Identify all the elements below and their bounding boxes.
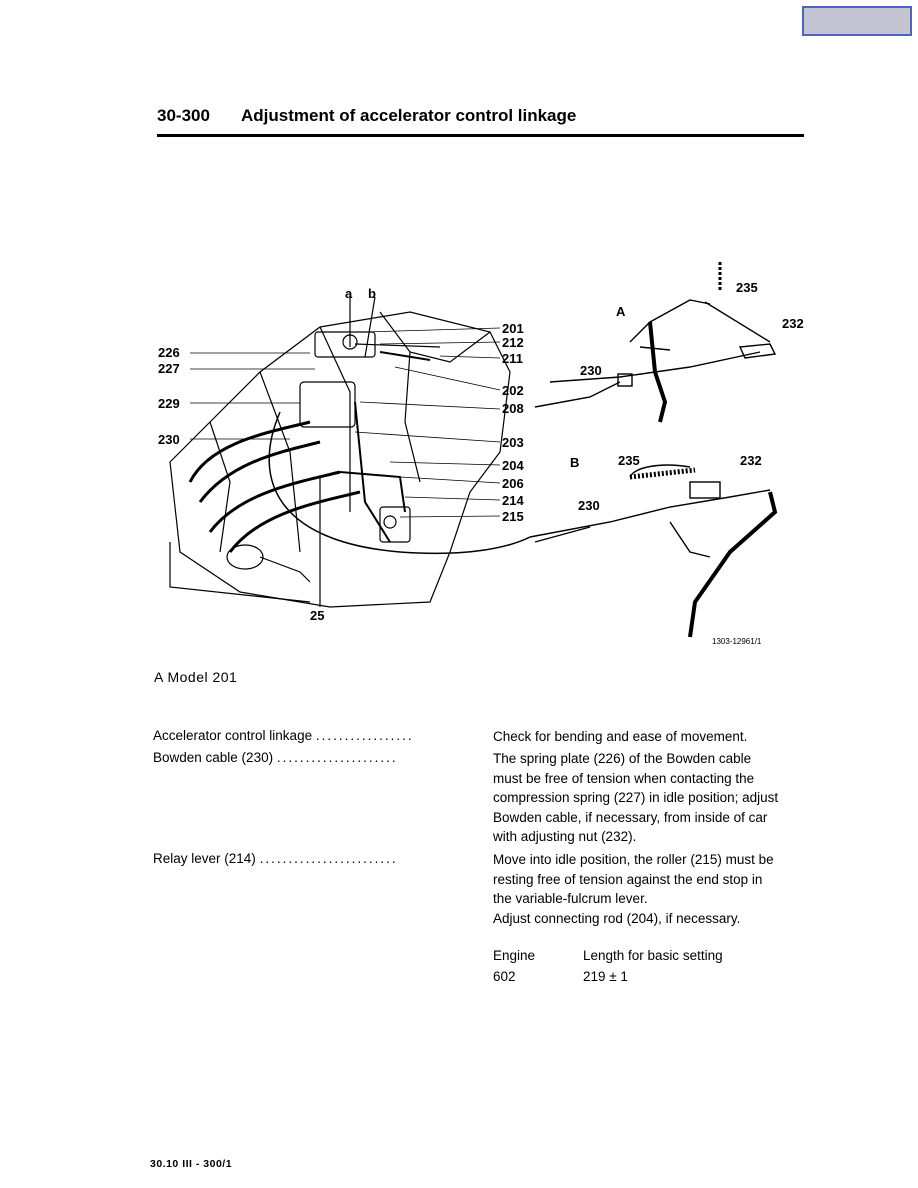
spec-header-row: Engine Length for basic setting [493, 948, 723, 969]
spec-table: Engine Length for basic setting 602 219 … [493, 948, 723, 990]
label-25: 25 [310, 608, 324, 623]
instruction-line: compression spring (227) in idle positio… [493, 790, 779, 805]
dot-leader: ........................ [259, 851, 398, 866]
spec-row: 602 219 ± 1 [493, 969, 723, 990]
section-title: Adjustment of accelerator control linkag… [241, 106, 577, 125]
label-208: 208 [502, 401, 524, 416]
view-a-label-230: 230 [580, 363, 602, 378]
diagram-labels: a b 226 227 229 230 201 212 211 202 208 … [158, 280, 804, 646]
instruction-line: Move into idle position, the roller (215… [493, 852, 774, 867]
instruction-line: Adjust connecting rod (204), if necessar… [493, 910, 741, 926]
check-item-linkage: Accelerator control linkage ............… [153, 728, 414, 743]
check-instruction-bowden-cable: The spring plate (226) of the Bowden cab… [493, 749, 813, 847]
spec-length-value: 219 ± 1 [583, 969, 628, 984]
spec-engine-value: 602 [493, 969, 516, 984]
view-b-label-230: 230 [578, 498, 600, 513]
left-leaders [190, 352, 315, 440]
label-204: 204 [502, 458, 524, 473]
view-a-label-235: 235 [736, 280, 758, 295]
instruction-line: the variable-fulcrum lever. [493, 891, 648, 906]
view-b-label-235: 235 [618, 453, 640, 468]
view-b-letter: B [570, 455, 579, 470]
label-202: 202 [502, 383, 524, 398]
instruction-line: The spring plate (226) of the Bowden cab… [493, 751, 752, 766]
label-201: 201 [502, 321, 524, 336]
section-number: 30-300 [157, 106, 210, 125]
check-item-bowden-cable: Bowden cable (230) ..................... [153, 750, 398, 765]
check-item-label: Bowden cable (230) [153, 750, 274, 765]
figure-reference: 1303-12961/1 [712, 637, 762, 646]
label-203: 203 [502, 435, 524, 450]
label-b: b [368, 286, 376, 301]
label-214: 214 [502, 493, 524, 508]
check-instruction-linkage: Check for bending and ease of movement. [493, 727, 813, 747]
label-211: 211 [502, 351, 523, 366]
label-227: 227 [158, 361, 180, 376]
label-229: 229 [158, 396, 180, 411]
view-a-label-232: 232 [782, 316, 804, 331]
label-206: 206 [502, 476, 524, 491]
figure-caption: A Model 201 [154, 669, 238, 685]
check-item-relay-lever: Relay lever (214) ......................… [153, 851, 398, 866]
dot-leader: ..................... [276, 750, 398, 765]
label-215: 215 [502, 509, 524, 524]
label-226: 226 [158, 345, 180, 360]
view-b-label-232: 232 [740, 453, 762, 468]
label-212: 212 [502, 335, 524, 350]
linkage-diagram: a b 226 227 229 230 201 212 211 202 208 … [150, 252, 810, 652]
view-b-drawing [529, 464, 778, 638]
heading-rule [157, 134, 804, 137]
corner-tab [802, 6, 912, 36]
instruction-line: Check for bending and ease of movement. [493, 729, 748, 744]
label-230-main: 230 [158, 432, 180, 447]
instruction-line: with adjusting nut (232). [493, 829, 637, 844]
check-instruction-relay-lever: Move into idle position, the roller (215… [493, 850, 813, 928]
check-item-label: Accelerator control linkage [153, 728, 313, 743]
page-footer: 30.10 III - 300/1 [150, 1158, 233, 1170]
view-a-letter: A [616, 304, 626, 319]
view-a-drawing [534, 262, 777, 423]
check-item-label: Relay lever (214) [153, 851, 256, 866]
spec-header-length: Length for basic setting [583, 948, 723, 963]
instruction-line: Bowden cable, if necessary, from inside … [493, 809, 768, 825]
engine-drawing [169, 296, 531, 608]
section-heading: 30-300 Adjustment of accelerator control … [157, 106, 576, 126]
dot-leader: ................. [315, 728, 414, 743]
label-a: a [345, 286, 353, 301]
instruction-line: must be free of tension when contacting … [493, 770, 755, 786]
spec-header-engine: Engine [493, 948, 536, 963]
instruction-line: resting free of tension against the end … [493, 871, 763, 887]
right-leaders [354, 327, 501, 518]
